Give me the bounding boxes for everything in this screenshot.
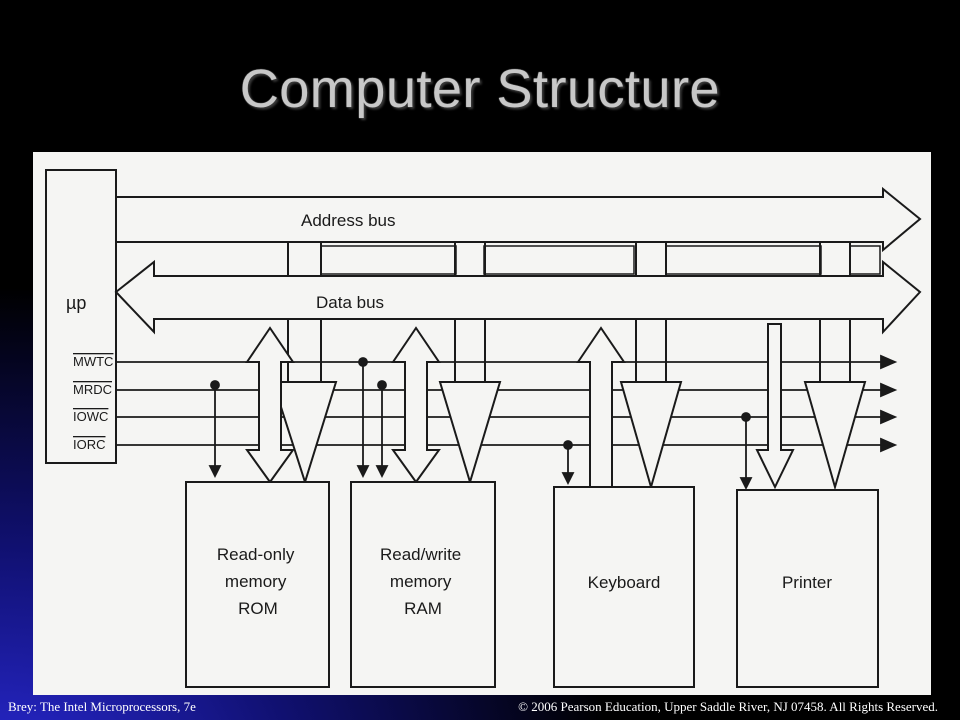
- signal-mwtc: MWTC: [73, 354, 113, 369]
- keyboard-block: [553, 486, 695, 688]
- rom-label-line1: Read-only: [217, 545, 295, 564]
- keyboard-label: Keyboard: [588, 573, 661, 592]
- address-bus-label: Address bus: [301, 211, 396, 230]
- footer-citation: Brey: The Intel Microprocessors, 7e: [8, 699, 196, 714]
- computer-structure-diagram: µp Address bus Data bus: [33, 152, 931, 695]
- control-lines: [116, 354, 898, 453]
- printer-label: Printer: [782, 573, 832, 592]
- signal-iorc: IORC: [73, 437, 106, 452]
- data-bus-label: Data bus: [316, 293, 384, 312]
- printer-block: [736, 489, 879, 688]
- bus-stubs: [320, 245, 881, 275]
- ram-label-line3: RAM: [404, 599, 442, 618]
- signal-iowc: IOWC: [73, 409, 108, 424]
- ram-label-line1: Read/write: [380, 545, 461, 564]
- control-signal-labels: MWTC MRDC IOWC IORC: [73, 354, 113, 452]
- data-bus-connections: [245, 323, 795, 490]
- rom-label-line3: ROM: [238, 599, 278, 618]
- address-down-arrows: [271, 381, 867, 491]
- rom-block: [185, 481, 330, 688]
- ram-block: [350, 481, 496, 688]
- control-taps: [208, 357, 753, 491]
- ram-label-line2: memory: [390, 572, 452, 591]
- footer-copyright: © 2006 Pearson Education, Upper Saddle R…: [518, 699, 938, 714]
- slide-title: Computer Structure: [239, 59, 721, 119]
- signal-mrdc: MRDC: [73, 382, 112, 397]
- microprocessor-box: [45, 169, 117, 464]
- address-bus-arrow: [115, 186, 922, 253]
- data-bus-arrow: [114, 259, 922, 335]
- ram-label: Read/write memory RAM: [380, 545, 466, 618]
- rom-label-line2: memory: [225, 572, 287, 591]
- rom-label: Read-only memory ROM: [217, 545, 299, 618]
- microprocessor-label: µp: [66, 293, 86, 313]
